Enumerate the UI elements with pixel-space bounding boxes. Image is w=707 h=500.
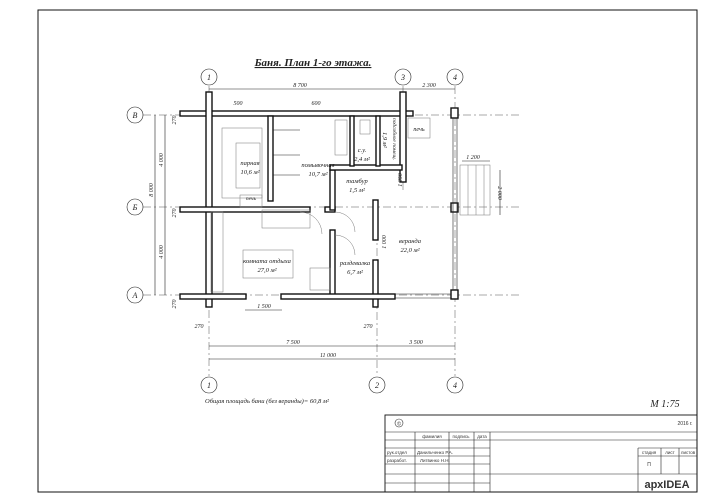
- room-lounge-area: 27,0 м²: [257, 267, 277, 274]
- walls: [179, 91, 459, 308]
- dim-270-c: 270: [172, 300, 178, 309]
- room-vestibule-area: 1,5 м²: [349, 187, 366, 194]
- dim-2000: 2 000: [496, 186, 502, 200]
- sheet-frame: [37, 9, 698, 493]
- axis-markers: 1 3 4 1 2 4 В Б А: [126, 68, 464, 394]
- name-2: Литвинко Н.Н.: [420, 458, 450, 463]
- stage-value: П: [647, 462, 651, 468]
- furniture: [210, 117, 491, 293]
- dim-600: 600: [312, 101, 321, 107]
- dim-1000: 1 000: [382, 235, 388, 249]
- dim-2300: 2 300: [422, 83, 436, 89]
- header-date: дата: [477, 434, 487, 439]
- total-area-note: Общая площадь бани (без веранды)= 60,8 м…: [205, 398, 330, 405]
- dim-1200: 1 200: [466, 155, 480, 161]
- axis-left-b: Б: [132, 203, 138, 212]
- dim-1250: 1 250: [398, 173, 404, 187]
- dim-270-b: 270: [172, 209, 178, 218]
- axis-top-4: 4: [453, 73, 457, 82]
- room-labels: парная 10,6 м² помывочная 10,7 м² с.у. 2…: [240, 118, 424, 276]
- title-block: © 2016 г. фамилия подпись дата рук.отдел…: [384, 414, 698, 493]
- dim-3500: 3 500: [408, 340, 423, 346]
- role-1: рук.отдел: [387, 450, 407, 455]
- room-wc-name: с.у.: [358, 147, 367, 154]
- room-dressing-area: 6,7 м²: [347, 269, 364, 276]
- axis-top-1: 1: [207, 73, 211, 82]
- room-wash-area: 10,7 м²: [308, 171, 328, 178]
- year: 2016 г.: [677, 421, 692, 427]
- room-vestibule-name: тамбур: [346, 178, 368, 185]
- dim-7500: 7 500: [286, 340, 300, 346]
- axis-bottom-1: 1: [207, 381, 211, 390]
- room-dressing-name: раздевалка: [339, 260, 370, 267]
- dim-11000: 11 000: [320, 353, 336, 359]
- room-steam-area: 10,6 м²: [240, 169, 260, 176]
- dim-270-a: 270: [172, 116, 178, 125]
- header-surname: фамилия: [422, 434, 442, 439]
- room-wash-name: помывочная: [301, 162, 334, 169]
- axis-bottom-4: 4: [453, 381, 457, 390]
- dimension-labels: 8 700 2 300 500 600 1 200 2 000 1 250 1 …: [149, 83, 502, 359]
- dim-270-e: 270: [364, 324, 373, 330]
- room-veranda-area: 22,0 м²: [400, 247, 420, 254]
- role-2: разработ.: [387, 458, 407, 463]
- header-signature: подпись: [452, 434, 470, 439]
- room-steam-name: парная: [240, 160, 259, 167]
- company-logo: архIDEA: [644, 479, 689, 491]
- scale-label: М 1:75: [649, 399, 679, 410]
- stove-label-2: печь: [246, 196, 257, 202]
- axis-bottom-2: 2: [375, 381, 379, 390]
- dimension-lines: [154, 88, 501, 360]
- axis-top-3: 3: [400, 73, 405, 82]
- dim-4000-lower: 4 000: [158, 245, 165, 259]
- stove-label-1: печь: [413, 127, 424, 133]
- header-sheet: лист: [665, 450, 674, 455]
- name-1: Данильченко Р.А.: [417, 450, 453, 455]
- room-utility-area: 1,9 м²: [381, 132, 388, 149]
- axis-left-a: А: [132, 291, 138, 300]
- dim-4000-upper: 4 000: [158, 153, 165, 167]
- dim-270-d: 270: [195, 324, 204, 330]
- header-stage: стадия: [642, 450, 657, 455]
- copyright-mark: ©: [397, 421, 401, 428]
- room-lounge-name: комната отдыха: [243, 258, 291, 265]
- dim-8000: 8 000: [149, 183, 155, 197]
- dim-8700: 8 700: [293, 83, 307, 89]
- room-wc-area: 2,4 м²: [354, 156, 371, 163]
- axis-left-v: В: [133, 111, 138, 120]
- dim-1500: 1 500: [257, 304, 271, 310]
- room-utility-name: подсобное помещ.: [391, 118, 398, 160]
- room-veranda-name: веранда: [399, 238, 421, 245]
- dim-500: 500: [234, 101, 243, 107]
- header-sheets: листов: [681, 450, 696, 455]
- plan-title: Баня. План 1-го этажа.: [254, 57, 372, 69]
